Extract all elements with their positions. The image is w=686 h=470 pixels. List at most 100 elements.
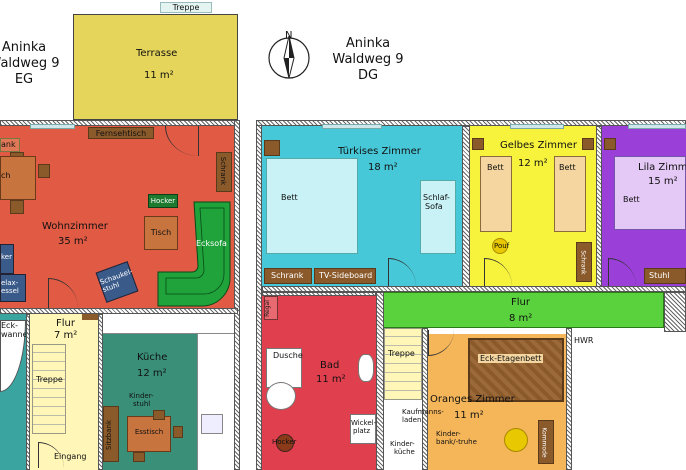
hwr: HWR bbox=[574, 336, 594, 345]
kueche-counter-right bbox=[197, 334, 234, 470]
kueche-name: Küche bbox=[137, 352, 168, 363]
gelb-door bbox=[484, 258, 512, 286]
eg-flur-schrank bbox=[82, 314, 98, 320]
wickelplatz: Wickel- platz bbox=[350, 414, 376, 444]
tv-sideboard: TV-Sideboard bbox=[314, 268, 376, 284]
tuerkis-zimmer: Türkises Zimmer 18 m² Bett Schlaf- Sofa … bbox=[262, 124, 462, 286]
eg-treppe-top: Treppe bbox=[160, 2, 212, 13]
dg-flur-name: Flur bbox=[511, 297, 530, 308]
lila-door bbox=[608, 258, 636, 286]
terrasse-name: Terrasse bbox=[136, 48, 178, 59]
eckbadewanne: Eck- wanne bbox=[0, 320, 28, 392]
sitzbank: Sitzbank bbox=[103, 406, 119, 462]
terrasse: Terrasse 11 m² bbox=[73, 14, 238, 120]
dg-wall-bad-treppe bbox=[376, 292, 384, 470]
eingang: Eingang bbox=[54, 452, 87, 461]
lila-window bbox=[628, 124, 686, 129]
lila-area: 15 m² bbox=[648, 176, 678, 187]
orange-name: Oranges Zimmer bbox=[430, 394, 515, 405]
kueche: Küche 12 m² Sitzbank Esstisch Kinder- st… bbox=[103, 314, 234, 470]
compass: N bbox=[268, 30, 310, 79]
schaukelstuhl: Schaukel- stuhl bbox=[95, 261, 139, 303]
bad-area: 11 m² bbox=[316, 374, 346, 385]
eg-title-line3: EG bbox=[14, 72, 34, 87]
kinderkueche: Kinder- küche bbox=[390, 440, 415, 456]
dusche: Dusche bbox=[266, 348, 303, 388]
wohnzimmer: Wohnzimmer 35 m² Fernsehtisch ank ch Sch… bbox=[0, 124, 234, 308]
chair-bottom bbox=[10, 200, 24, 214]
eg-title: Aninka Waldweg 9 EG bbox=[0, 40, 62, 88]
eg-wall-middle bbox=[0, 308, 238, 314]
lila-bett: Bett bbox=[614, 156, 686, 230]
pouf-label: Pouf bbox=[494, 242, 510, 250]
waschbecken bbox=[358, 354, 374, 382]
gelb-name: Gelbes Zimmer bbox=[500, 140, 577, 151]
lila-stuhl: Stuhl bbox=[644, 268, 686, 284]
eg-wall-right bbox=[234, 120, 240, 470]
wohnzimmer-door-terrasse bbox=[165, 126, 199, 156]
wohnzimmer-area: 35 m² bbox=[58, 236, 88, 247]
orange-tisch bbox=[504, 428, 528, 452]
wohnzimmer-door-flur bbox=[48, 278, 78, 308]
wohnzimmer-name: Wohnzimmer bbox=[42, 221, 108, 232]
eg-flur: Flur 7 m² Treppe Eingang bbox=[30, 314, 100, 470]
bank: ank bbox=[0, 138, 20, 152]
hocker-eg: Hocker bbox=[148, 194, 178, 208]
hocker-bad bbox=[276, 434, 294, 452]
eg-treppe: Treppe bbox=[32, 344, 66, 434]
tuerkis-door bbox=[388, 258, 416, 286]
eck-etagenbett: Eck-Etagenbett bbox=[468, 338, 564, 402]
dg-treppe: Treppe bbox=[384, 328, 422, 400]
wohnzimmer-window bbox=[30, 124, 75, 129]
regal: Regal bbox=[264, 296, 278, 320]
tuerkis-schrank: Schrank bbox=[264, 268, 312, 284]
gelb-schrank: Schrank bbox=[576, 242, 592, 282]
eg-flur-area: 7 m² bbox=[54, 330, 78, 341]
sessel-1: ker bbox=[0, 244, 14, 274]
eg-flur-name: Flur bbox=[56, 318, 75, 329]
lila-name: Lila Zimme bbox=[638, 162, 686, 173]
chair-right bbox=[38, 164, 50, 178]
tuerkis-nightstand bbox=[264, 140, 280, 156]
compass-letter: N bbox=[285, 30, 292, 41]
gelbes-zimmer: Gelbes Zimmer 12 m² Bett Bett Pouf Schra… bbox=[470, 124, 596, 286]
bad: Regal Dusche Bad 11 m² Wickel- platz Hoc… bbox=[262, 296, 376, 470]
badewanne bbox=[266, 382, 296, 410]
orange-area: 11 m² bbox=[454, 410, 484, 421]
kueche-area: 12 m² bbox=[137, 368, 167, 379]
eg-title-line2: Waldweg 9 bbox=[0, 56, 60, 71]
dg-flur: Flur 8 m² bbox=[382, 292, 664, 328]
kueche-stuhl-2 bbox=[133, 452, 145, 462]
lila-nightstand bbox=[604, 138, 616, 150]
dg-bottom-left-furn bbox=[386, 438, 418, 464]
gelb-nightstand-2 bbox=[582, 138, 594, 150]
kommode: Kommode bbox=[538, 420, 554, 464]
kaufmannsladen: Kaufmanns- laden bbox=[402, 408, 444, 424]
gelb-bett-2: Bett bbox=[554, 156, 586, 232]
schrank-eg: Schrank bbox=[216, 152, 232, 192]
dg-title-line1: Aninka bbox=[345, 36, 391, 51]
dg-wall-right-flur bbox=[664, 292, 686, 332]
dg-title: Aninka Waldweg 9 DG bbox=[326, 36, 410, 84]
tuerkis-bett: Bett bbox=[266, 158, 358, 254]
kinderstuhl: Kinder- stuhl bbox=[129, 392, 154, 408]
tisch-wohnzimmer: Tisch bbox=[144, 216, 178, 250]
dg-wall-hwr bbox=[566, 328, 572, 470]
tuerkis-area: 18 m² bbox=[368, 162, 398, 173]
kueche-stuhl-3 bbox=[173, 426, 183, 438]
kinderbank: Kinder- bank/-truhe bbox=[436, 430, 477, 446]
tuerkis-name: Türkises Zimmer bbox=[338, 146, 421, 157]
hocker-bad-label: Hocker bbox=[272, 438, 297, 446]
oranges-zimmer: Eck-Etagenbett Oranges Zimmer 11 m² Kauf… bbox=[390, 330, 566, 470]
ecksofa-label: Ecksofa bbox=[196, 239, 227, 248]
tuerkis-window bbox=[322, 124, 382, 129]
pouf bbox=[492, 238, 508, 254]
gelb-area: 12 m² bbox=[518, 158, 548, 169]
bad-eg: Eck- wanne bbox=[0, 314, 28, 470]
terrasse-area: 11 m² bbox=[144, 70, 174, 81]
tisch-left: ch bbox=[0, 156, 36, 200]
kueche-counter-top bbox=[103, 314, 234, 334]
gelb-window bbox=[510, 124, 564, 129]
dg-title-line3: DG bbox=[357, 68, 379, 83]
orange-door bbox=[428, 330, 454, 356]
